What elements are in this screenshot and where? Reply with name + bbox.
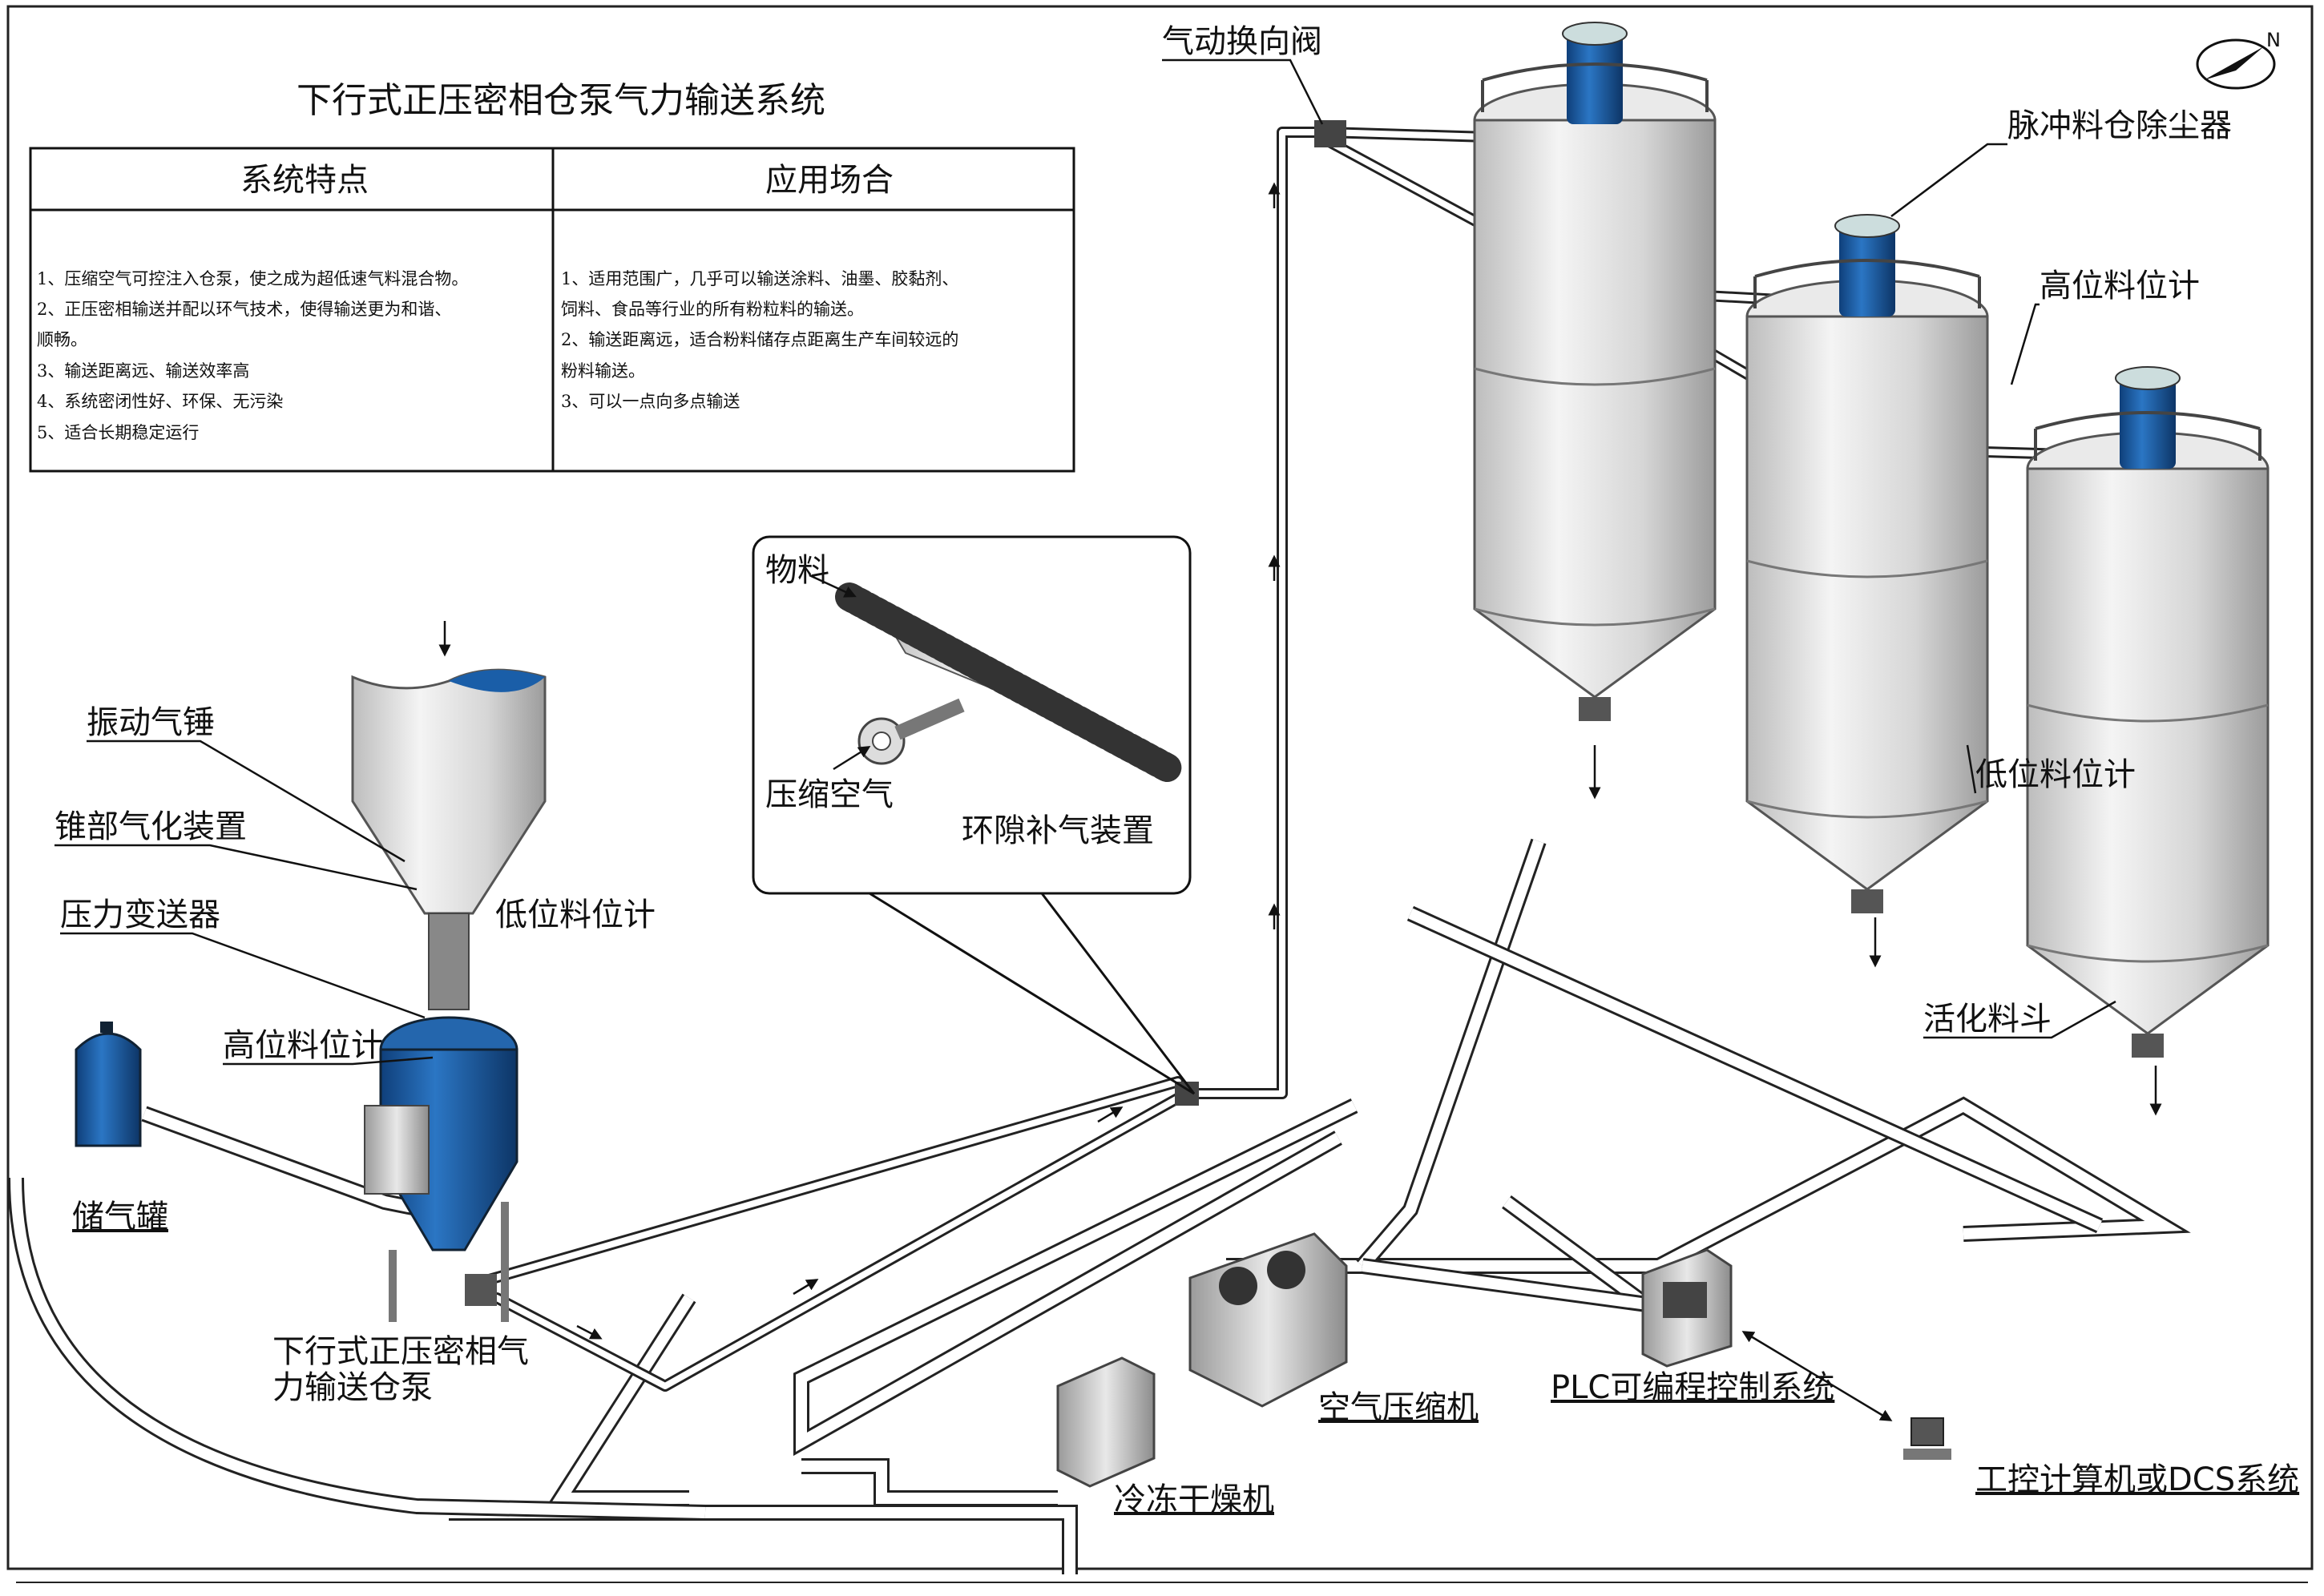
label-pump-2: 力输送仓泵 [272, 1369, 433, 1406]
label-annular-device: 环隙补气装置 [962, 812, 1154, 849]
label-dryer: 冷冻干燥机 [1114, 1481, 1274, 1518]
north-compass-icon: N [2196, 29, 2281, 90]
feature-line: 5、适合长期稳定运行 [37, 423, 199, 442]
feature-line: 3、输送距离远、输送效率高 [37, 361, 249, 381]
label-high-level-silo: 高位料位计 [2040, 268, 2200, 304]
reversing-valve [1314, 120, 1346, 147]
diagram-title: 下行式正压密相仓泵气力输送系统 [297, 80, 825, 121]
page-frame [6, 5, 2314, 1570]
application-line: 粉料输送。 [561, 361, 645, 381]
label-air-compressor: 空气压缩机 [1318, 1389, 1479, 1426]
air-return-routes [8, 838, 2191, 1574]
label-cone-aeration: 锥部气化装置 [54, 808, 247, 845]
silo-1 [1473, 22, 1717, 800]
annular-device-inset [752, 535, 1196, 1095]
feed-hopper [351, 621, 547, 1010]
label-activation-hopper: 活化料斗 [1923, 1001, 2052, 1038]
feature-table: 系统特点 应用场合 1、压缩空气可控注入仓泵，使之成为超低速气料混合物。 2、正… [29, 147, 1075, 473]
label-high-level-pump: 高位料位计 [223, 1027, 383, 1064]
freeze-dryer [1056, 1356, 1156, 1488]
label-vibrator: 振动气锤 [87, 704, 215, 741]
silo-2 [1745, 214, 1989, 968]
application-line: 3、可以一点向多点输送 [561, 392, 740, 411]
application-line: 1、适用范围广，几乎可以输送涂料、油墨、胶黏剂、 [561, 269, 958, 288]
dense-phase-pump [364, 1016, 518, 1322]
feature-line: 2、正压密相输送并配以环气技术，使得输送更为和谐、 [37, 300, 451, 319]
air-compressor [1188, 1232, 1348, 1408]
label-pressure-transmitter: 压力变送器 [60, 897, 220, 933]
silo-3 [2026, 366, 2270, 1116]
label-material: 物料 [765, 552, 829, 589]
feature-line: 1、压缩空气可控注入仓泵，使之成为超低速气料混合物。 [37, 269, 468, 288]
application-line: 饲料、食品等行业的所有粉粒料的输送。 [561, 300, 864, 319]
label-compressed-air: 压缩空气 [765, 776, 894, 813]
feature-line: 4、系统密闭性好、环保、无污染 [37, 392, 283, 411]
label-ipc: 工控计算机或DCS系统 [1975, 1461, 2299, 1498]
table-header-features: 系统特点 [240, 162, 369, 199]
label-low-level-hopper: 低位料位计 [495, 897, 656, 933]
table-header-applications: 应用场合 [765, 162, 894, 199]
label-plc: PLC可编程控制系统 [1551, 1369, 1834, 1406]
label-pulse-collector: 脉冲料仓除尘器 [2007, 107, 2232, 144]
labels: 振动气锤 锥部气化装置 压力变送器 低位料位计 高位料位计 储气罐 下行式正压密… [54, 23, 2299, 1518]
air-tank [75, 1022, 142, 1147]
feature-line: 顺畅。 [37, 330, 87, 349]
label-air-tank: 储气罐 [72, 1199, 168, 1235]
plc-cabinet [1641, 1248, 1733, 1368]
computer-icon [1903, 1417, 1951, 1460]
svg-text:N: N [2266, 29, 2281, 51]
application-line: 2、输送距离远，适合粉料储存点距离生产车间较远的 [561, 330, 958, 349]
label-low-level-silo: 低位料位计 [1975, 756, 2136, 793]
label-pneumatic-valve: 气动换向阀 [1162, 23, 1322, 60]
label-pump-1: 下行式正压密相气 [272, 1333, 529, 1370]
